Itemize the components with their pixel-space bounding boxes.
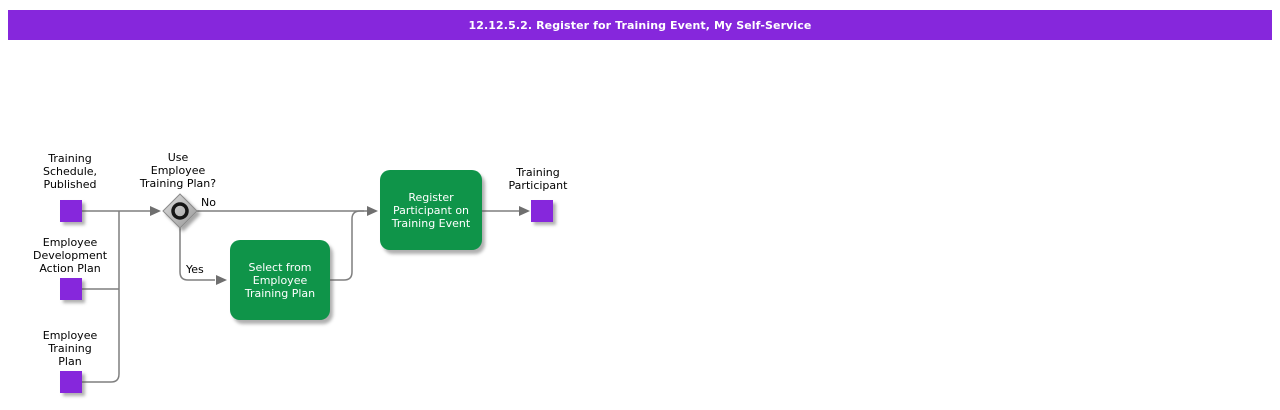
connector-input3-collector [82, 211, 120, 383]
label-training-schedule-published: Training Schedule, Published [20, 152, 120, 191]
event-square-employee-training-plan[interactable] [60, 371, 82, 393]
event-square-training-schedule-published[interactable] [60, 200, 82, 222]
task-register-participant-on-training-event[interactable]: Register Participant on Training Event [380, 170, 482, 250]
label-line: Employee [42, 329, 98, 342]
arrowhead-into-select-task [216, 275, 227, 285]
label-decision-question: Use Employee Training Plan? [128, 151, 228, 190]
label-line: Training Plan [244, 286, 316, 300]
label-line: Employee [252, 273, 308, 287]
label-line: Select from [248, 260, 312, 274]
task-label: Select from Employee Training Plan [245, 261, 315, 300]
task-label: Register Participant on Training Event [392, 191, 470, 230]
page-title: 12.12.5.2. Register for Training Event, … [468, 18, 812, 32]
label-line: Schedule, [42, 165, 98, 178]
decision-gateway [162, 193, 198, 229]
event-square-training-participant[interactable] [531, 200, 553, 222]
label-line: Register [408, 190, 454, 204]
label-line: Employee [150, 164, 206, 177]
label-line: Training [48, 152, 92, 165]
label-employee-training-plan: Employee Training Plan [20, 329, 120, 368]
title-bar: 12.12.5.2. Register for Training Event, … [8, 10, 1272, 40]
branch-label-no: No [201, 196, 216, 209]
label-line: Use [167, 151, 189, 164]
gateway-circle-icon [171, 202, 189, 220]
connector-yes-branch [179, 228, 215, 281]
label-line: Employee [42, 236, 98, 249]
label-line: Plan [58, 355, 82, 368]
label-line: Training [516, 166, 560, 179]
decision-gateway-diamond [162, 193, 198, 229]
label-line: Participant [508, 179, 568, 192]
label-line: Training Event [391, 216, 471, 230]
label-training-participant: Training Participant [488, 166, 588, 192]
label-line: Published [43, 178, 97, 191]
arrowhead-into-output-event [519, 206, 530, 216]
arrowhead-into-register-task [367, 206, 378, 216]
branch-label-yes: Yes [186, 263, 204, 276]
label-line: Training Plan? [139, 177, 217, 190]
label-employee-development-action-plan: Employee Development Action Plan [10, 236, 130, 275]
connector-select-to-register [330, 210, 364, 281]
event-square-employee-development-action-plan[interactable] [60, 278, 82, 300]
label-line: Action Plan [39, 262, 101, 275]
label-line: Development [32, 249, 108, 262]
label-line: Training [48, 342, 92, 355]
arrowhead-into-gateway [150, 206, 161, 216]
label-line: Participant on [392, 203, 470, 217]
task-select-from-employee-training-plan[interactable]: Select from Employee Training Plan [230, 240, 330, 320]
